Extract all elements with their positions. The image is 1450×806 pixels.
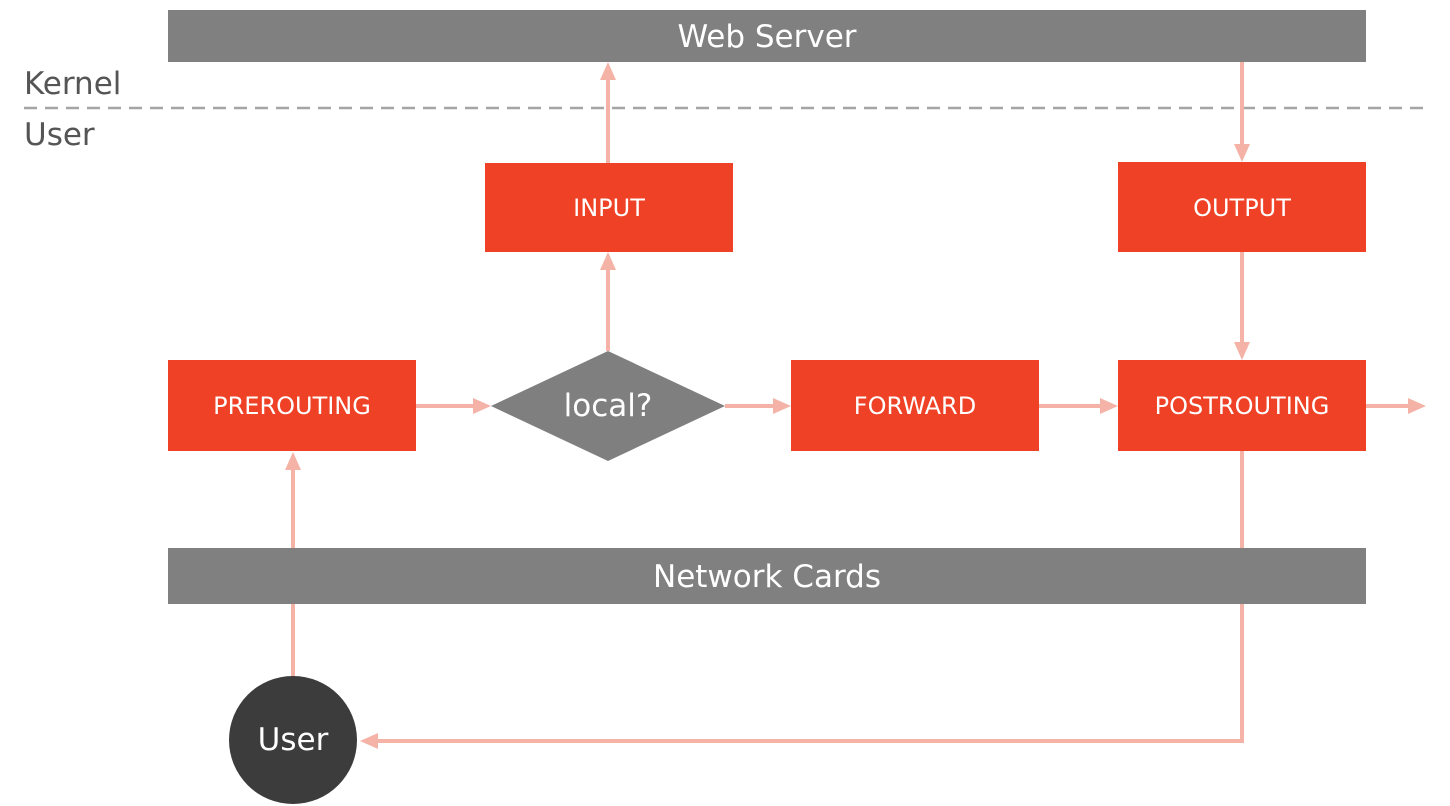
web-server-bar: Web Server — [168, 10, 1366, 62]
prerouting-chain-box: PREROUTING — [168, 360, 416, 451]
arrowhead-network-to-prerouting — [285, 452, 301, 470]
user-node: User — [229, 676, 357, 804]
postrouting-chain-label: POSTROUTING — [1155, 392, 1330, 420]
arrowhead-network-to-user — [360, 733, 378, 749]
postrouting-chain-box: POSTROUTING — [1118, 360, 1366, 451]
user-node-label: User — [258, 722, 329, 758]
prerouting-chain-label: PREROUTING — [213, 392, 371, 420]
web-server-label: Web Server — [677, 19, 856, 55]
arrowhead-decision-to-forward — [773, 398, 791, 414]
output-chain-box: OUTPUT — [1118, 162, 1366, 252]
arrowhead-webserver-to-output — [1234, 144, 1250, 162]
forward-chain-box: FORWARD — [791, 360, 1039, 451]
arrowhead-input-to-webserver — [600, 62, 616, 80]
input-chain-box: INPUT — [485, 163, 733, 252]
forward-chain-label: FORWARD — [854, 392, 976, 420]
network-cards-label: Network Cards — [653, 559, 881, 595]
zone-label-upper: Kernel — [24, 66, 121, 102]
arrowhead-forward-to-postrouting — [1100, 398, 1118, 414]
network-cards-bar: Network Cards — [168, 548, 1366, 604]
local-decision-label: local? — [564, 388, 653, 424]
arrowhead-output-to-postrouting — [1234, 342, 1250, 360]
arrow-network-to-user — [378, 604, 1244, 743]
arrowhead-postrouting-out — [1408, 398, 1426, 414]
zone-label-lower: User — [24, 117, 95, 153]
arrowhead-prerouting-to-decision — [473, 398, 491, 414]
input-chain-label: INPUT — [573, 194, 645, 222]
connectors — [285, 62, 1426, 749]
output-chain-label: OUTPUT — [1193, 194, 1291, 222]
local-decision-diamond: local? — [491, 351, 725, 461]
arrowhead-decision-to-input — [600, 252, 616, 270]
